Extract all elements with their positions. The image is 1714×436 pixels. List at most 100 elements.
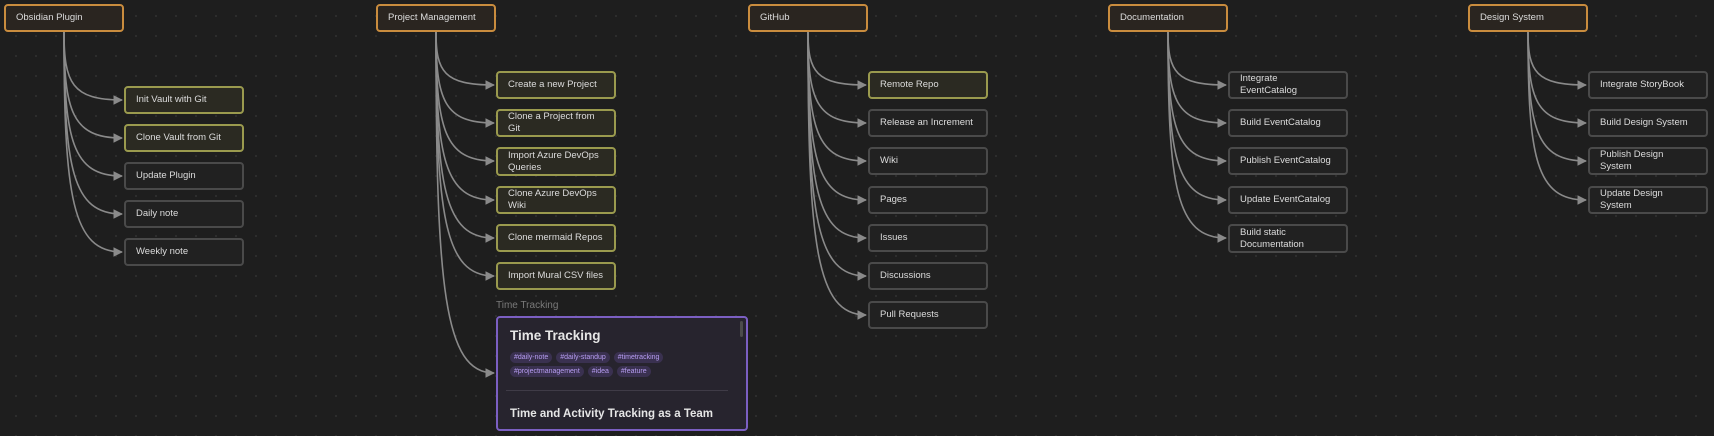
- connector-edge[interactable]: [1167, 31, 1227, 205]
- card-wiki[interactable]: Wiki: [868, 147, 988, 175]
- group-github[interactable]: GitHub: [748, 4, 868, 32]
- card-label: Clone Vault from Git: [136, 132, 221, 143]
- connector-edge[interactable]: [807, 31, 867, 205]
- card-label: Pull Requests: [880, 309, 939, 320]
- card-label: Import Mural CSV files: [508, 270, 604, 281]
- card-update-design-system[interactable]: Update Design System: [1588, 186, 1708, 214]
- connector-edge[interactable]: [1527, 31, 1587, 90]
- note-subheading: Time and Activity Tracking as a Team: [510, 408, 714, 420]
- card-label: Wiki: [880, 155, 898, 166]
- card-label: Discussions: [880, 270, 931, 281]
- connector-edge[interactable]: [1527, 31, 1587, 166]
- tag-daily-standup[interactable]: #daily-standup: [556, 352, 610, 363]
- group-title: Documentation: [1120, 12, 1184, 23]
- card-update-eventcatalog[interactable]: Update EventCatalog: [1228, 186, 1348, 214]
- card-label: Publish EventCatalog: [1240, 155, 1331, 166]
- card-create-new-project[interactable]: Create a new Project: [496, 71, 616, 99]
- card-label: Init Vault with Git: [136, 94, 207, 105]
- card-remote-repo[interactable]: Remote Repo: [868, 71, 988, 99]
- card-label: Update Plugin: [136, 170, 196, 181]
- tag-feature[interactable]: #feature: [616, 366, 651, 377]
- card-label: Integrate EventCatalog: [1240, 73, 1298, 96]
- connector-edge[interactable]: [1527, 31, 1587, 128]
- card-label: Weekly note: [136, 246, 189, 257]
- card-import-azure-devops-queries[interactable]: Import Azure DevOps Queries: [496, 147, 616, 176]
- card-label: Build EventCatalog: [1240, 117, 1321, 128]
- card-update-plugin[interactable]: Update Plugin: [124, 162, 244, 190]
- tag-projectmanagement[interactable]: #projectmanagement: [510, 366, 584, 377]
- card-label: Clone Azure DevOps Wiki: [508, 188, 597, 211]
- card-daily-note[interactable]: Daily note: [124, 200, 244, 228]
- group-obsidian-plugin[interactable]: Obsidian Plugin: [4, 4, 124, 32]
- group-title: GitHub: [760, 12, 790, 23]
- card-init-vault-with-git[interactable]: Init Vault with Git: [124, 86, 244, 114]
- time-tracking-note-card[interactable]: Time Tracking #daily-note #daily-standup…: [496, 316, 748, 431]
- connector-edge[interactable]: [435, 31, 495, 205]
- connector-edge[interactable]: [435, 31, 495, 128]
- card-release-an-increment[interactable]: Release an Increment: [868, 109, 988, 137]
- card-pages[interactable]: Pages: [868, 186, 988, 214]
- card-label: Update EventCatalog: [1240, 194, 1331, 205]
- group-documentation[interactable]: Documentation: [1108, 4, 1228, 32]
- card-build-static-documentation[interactable]: Build static Documentation: [1228, 224, 1348, 253]
- divider: [506, 390, 728, 391]
- card-publish-eventcatalog[interactable]: Publish EventCatalog: [1228, 147, 1348, 175]
- group-design-system[interactable]: Design System: [1468, 4, 1588, 32]
- connector-edge[interactable]: [1527, 31, 1587, 205]
- connector-edge[interactable]: [63, 31, 123, 219]
- card-build-eventcatalog[interactable]: Build EventCatalog: [1228, 109, 1348, 137]
- card-pull-requests[interactable]: Pull Requests: [868, 301, 988, 329]
- connector-edge[interactable]: [807, 31, 867, 281]
- card-clone-vault-from-git[interactable]: Clone Vault from Git: [124, 124, 244, 152]
- card-label: Update Design System: [1600, 188, 1663, 211]
- connector-edge[interactable]: [1167, 31, 1227, 90]
- connector-edge[interactable]: [435, 31, 495, 243]
- scrollbar[interactable]: [740, 321, 743, 337]
- card-label: Import Azure DevOps Queries: [508, 149, 599, 173]
- card-label: Issues: [880, 232, 908, 243]
- card-label: Integrate StoryBook: [1600, 79, 1684, 90]
- group-project-management[interactable]: Project Management: [376, 4, 496, 32]
- card-weekly-note[interactable]: Weekly note: [124, 238, 244, 266]
- card-clone-mermaid-repos[interactable]: Clone mermaid Repos: [496, 224, 616, 252]
- group-title: Obsidian Plugin: [16, 12, 83, 23]
- connector-edge[interactable]: [807, 31, 867, 243]
- connector-edge[interactable]: [435, 31, 495, 166]
- card-clone-azure-devops-wiki[interactable]: Clone Azure DevOps Wiki: [496, 186, 616, 214]
- connector-edge[interactable]: [807, 31, 867, 90]
- card-label: Publish Design System: [1600, 149, 1664, 172]
- tag-daily-note[interactable]: #daily-note: [510, 352, 553, 363]
- connector-edge[interactable]: [1167, 31, 1227, 166]
- connector-edge[interactable]: [435, 31, 495, 90]
- card-label: Create a new Project: [508, 79, 597, 90]
- connector-edge[interactable]: [807, 31, 867, 166]
- card-label: Clone a Project from Git: [508, 111, 595, 134]
- card-label: Build static Documentation: [1240, 226, 1304, 250]
- group-title: Design System: [1480, 12, 1544, 23]
- card-publish-design-system[interactable]: Publish Design System: [1588, 147, 1708, 175]
- tag-idea[interactable]: #idea: [587, 366, 613, 377]
- connector-edge[interactable]: [63, 31, 123, 105]
- connector-edge[interactable]: [435, 31, 495, 281]
- connector-edge[interactable]: [63, 31, 123, 181]
- card-clone-project-from-git[interactable]: Clone a Project from Git: [496, 109, 616, 137]
- card-import-mural-csv-files[interactable]: Import Mural CSV files: [496, 262, 616, 290]
- card-integrate-storybook[interactable]: Integrate StoryBook: [1588, 71, 1708, 99]
- connector-edge[interactable]: [807, 31, 867, 128]
- tag-list: #daily-note #daily-standup #timetracking…: [510, 352, 732, 377]
- card-label: Clone mermaid Repos: [508, 232, 603, 243]
- time-tracking-label: Time Tracking: [496, 300, 559, 311]
- connector-edge[interactable]: [1167, 31, 1227, 128]
- connector-edge[interactable]: [63, 31, 123, 257]
- tag-timetracking[interactable]: #timetracking: [613, 352, 664, 363]
- card-issues[interactable]: Issues: [868, 224, 988, 252]
- card-label: Remote Repo: [880, 79, 939, 90]
- card-integrate-eventcatalog[interactable]: Integrate EventCatalog: [1228, 71, 1348, 99]
- connector-edge[interactable]: [1167, 31, 1227, 243]
- connector-edge[interactable]: [435, 31, 495, 378]
- connector-edge[interactable]: [63, 31, 123, 143]
- connector-edge[interactable]: [807, 31, 867, 320]
- card-build-design-system[interactable]: Build Design System: [1588, 109, 1708, 137]
- card-discussions[interactable]: Discussions: [868, 262, 988, 290]
